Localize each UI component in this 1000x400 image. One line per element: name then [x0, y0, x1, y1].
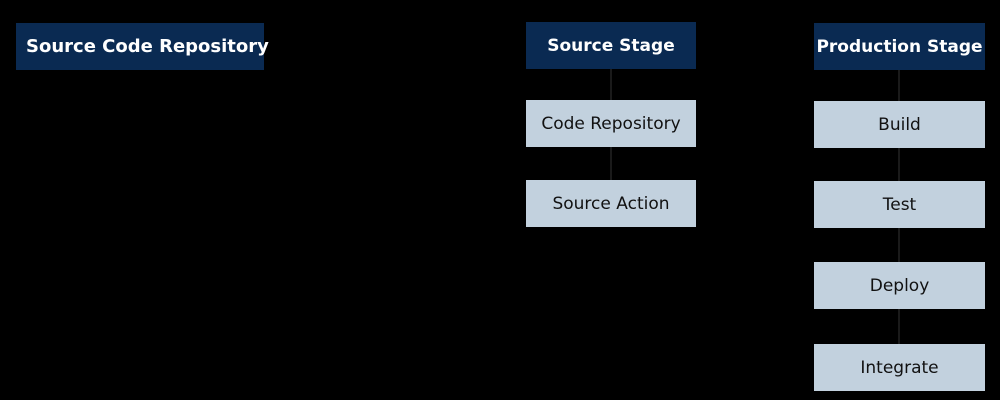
build-box: Build	[814, 101, 985, 148]
integrate-box: Integrate	[814, 344, 985, 391]
source-action-box: Source Action	[526, 180, 696, 227]
deploy-box: Deploy	[814, 262, 985, 309]
source-code-repository-title: Source Code Repository	[16, 23, 269, 70]
code-repository-box: Code Repository	[526, 100, 696, 147]
source-stage-header: Source Stage	[526, 22, 696, 69]
production-stage-header: Production Stage	[814, 23, 985, 70]
test-box: Test	[814, 181, 985, 228]
